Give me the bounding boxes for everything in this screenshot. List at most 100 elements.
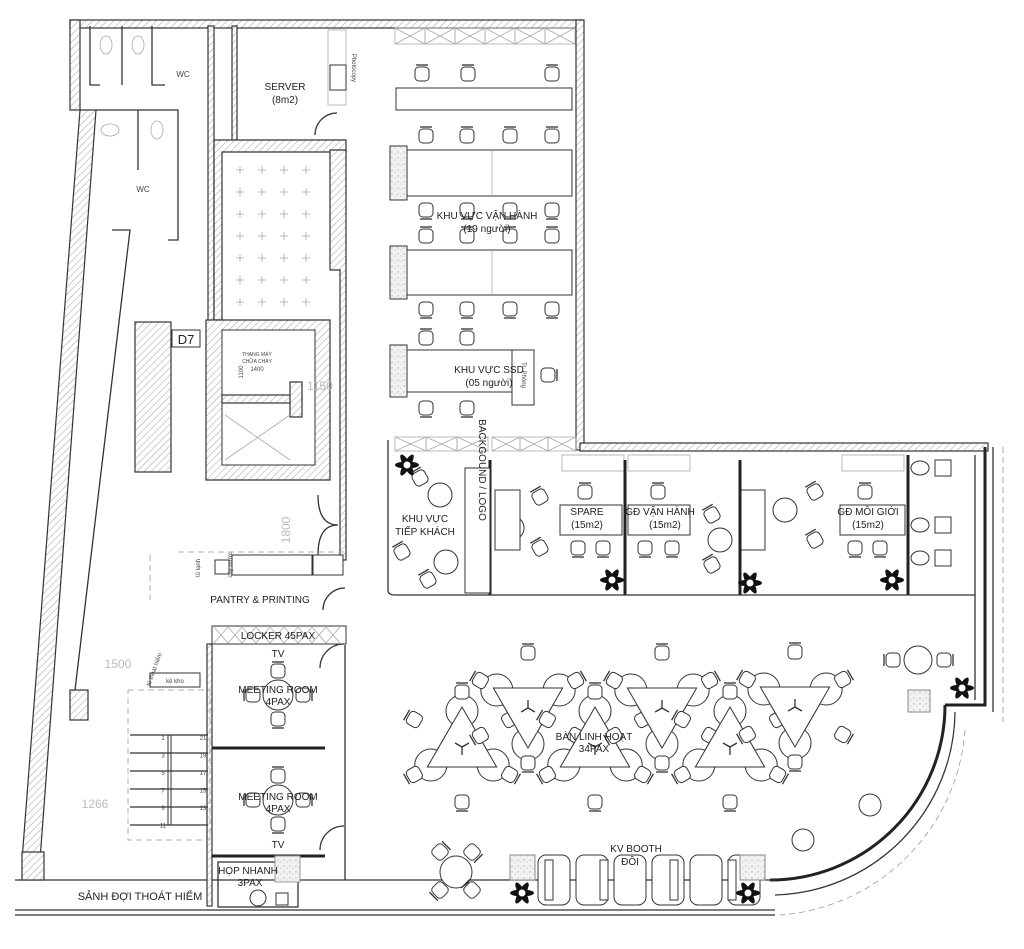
chair-icon bbox=[295, 792, 313, 808]
locker-label: LOCKER 45PAX bbox=[241, 631, 316, 642]
chair-seat bbox=[722, 684, 738, 700]
spare-area: (15m2) bbox=[571, 520, 603, 531]
chair-seat bbox=[418, 228, 434, 244]
booth-seat bbox=[613, 854, 647, 906]
stair-number: 13 bbox=[200, 806, 207, 812]
cabinet bbox=[547, 436, 577, 452]
side-table bbox=[934, 549, 952, 567]
booth-seat bbox=[689, 854, 723, 906]
chair-icon bbox=[454, 682, 470, 700]
chair-seat bbox=[270, 711, 286, 727]
logo-wall-label: BACKGOUND / LOGO bbox=[476, 419, 487, 521]
chair-icon bbox=[414, 64, 430, 82]
booth-label: KV BOOTH bbox=[610, 844, 662, 855]
chair-seat bbox=[769, 765, 787, 784]
chair-icon bbox=[270, 766, 286, 784]
chair-icon bbox=[459, 226, 475, 244]
ops-director-area: (15m2) bbox=[649, 520, 681, 531]
ops-zone-label: KHU VỰC VẬN HÀNH bbox=[437, 209, 538, 222]
meeting-room-2-capacity: 4PAX bbox=[266, 804, 291, 815]
chair-seat bbox=[471, 726, 489, 745]
flex-capacity: 34PAX bbox=[579, 744, 610, 755]
dimension-1150: 1150 bbox=[307, 379, 333, 393]
chair-seat bbox=[418, 202, 434, 218]
chair-seat bbox=[411, 469, 429, 487]
chair-icon bbox=[595, 540, 611, 558]
meeting-table bbox=[262, 784, 294, 816]
desk-divider bbox=[520, 707, 529, 713]
chair-icon bbox=[417, 568, 437, 589]
chair-back bbox=[671, 709, 679, 721]
stair-number: 17 bbox=[200, 771, 207, 777]
chair-icon bbox=[603, 670, 623, 690]
lounge-chair bbox=[910, 550, 930, 566]
fridge-label: tủ lạnh bbox=[195, 559, 202, 577]
wc-label-top: WC bbox=[176, 70, 190, 79]
plant-icon bbox=[950, 677, 974, 699]
chair-seat bbox=[459, 128, 475, 144]
spare-label: SPARE bbox=[570, 507, 603, 518]
chair-seat bbox=[270, 768, 286, 784]
chair-icon bbox=[243, 792, 261, 808]
cabinet-line bbox=[547, 436, 577, 452]
chair-icon bbox=[603, 726, 623, 746]
chair-seat bbox=[673, 710, 691, 729]
cabinet-line bbox=[544, 27, 576, 45]
chair-seat bbox=[654, 755, 670, 771]
chair-seat bbox=[459, 301, 475, 317]
column bbox=[509, 854, 536, 881]
chair-icon bbox=[671, 765, 691, 785]
cabinet-line bbox=[394, 436, 427, 452]
chair-seat bbox=[454, 684, 470, 700]
meeting-room-1-label: MEETING ROOM bbox=[238, 685, 317, 696]
chair-seat bbox=[634, 765, 652, 784]
chair-seat bbox=[405, 710, 423, 729]
chair-seat bbox=[540, 367, 556, 383]
stair-number: 9 bbox=[161, 806, 165, 812]
chair-icon bbox=[243, 687, 261, 703]
round-table bbox=[903, 645, 933, 675]
desk-divider bbox=[661, 707, 670, 713]
chair-seat bbox=[245, 687, 261, 703]
huddle-label: HỌP NHANH bbox=[218, 866, 278, 877]
chair-seat bbox=[245, 792, 261, 808]
chair-icon bbox=[270, 816, 286, 834]
chair-icon bbox=[804, 480, 824, 501]
chair-seat bbox=[295, 687, 311, 703]
chair-seat bbox=[270, 816, 286, 832]
chair-icon bbox=[418, 400, 434, 418]
chair-icon bbox=[520, 755, 536, 773]
chair-icon bbox=[270, 711, 286, 729]
chair-back bbox=[579, 670, 587, 682]
chair-seat bbox=[544, 228, 560, 244]
side-table bbox=[707, 527, 733, 553]
locker-line bbox=[325, 626, 341, 644]
chair-icon bbox=[544, 301, 560, 319]
chair-icon bbox=[587, 682, 603, 700]
broker-director-label: GĐ MÔI GIỚI bbox=[837, 505, 898, 518]
chair-icon bbox=[722, 794, 738, 812]
offices-row: BACKGOUND / LOGO KHU VỰC TIẾP KHÁCH SPAR… bbox=[387, 419, 976, 713]
chair-icon bbox=[469, 726, 489, 746]
cabinet-line bbox=[454, 27, 486, 45]
flex-desk-fill bbox=[759, 686, 831, 749]
elevator-width: 1400 bbox=[250, 367, 264, 373]
chair-seat bbox=[605, 671, 623, 690]
double-door[interactable] bbox=[317, 494, 339, 556]
cabinet-line bbox=[425, 436, 458, 452]
chair-seat bbox=[520, 645, 536, 661]
booth-seat bbox=[651, 854, 685, 906]
chair-seat bbox=[595, 540, 611, 556]
chair-icon bbox=[459, 400, 475, 418]
chair-icon bbox=[664, 540, 680, 558]
stair-number: 7 bbox=[161, 789, 165, 795]
chair-icon bbox=[409, 466, 429, 487]
chair-icon bbox=[857, 482, 873, 500]
plant-icon bbox=[395, 454, 419, 476]
chair-seat bbox=[502, 202, 518, 218]
stair-number: 1 bbox=[161, 736, 165, 742]
locker-line bbox=[227, 626, 243, 644]
chair-seat bbox=[544, 66, 560, 82]
chair-seat bbox=[703, 506, 721, 524]
